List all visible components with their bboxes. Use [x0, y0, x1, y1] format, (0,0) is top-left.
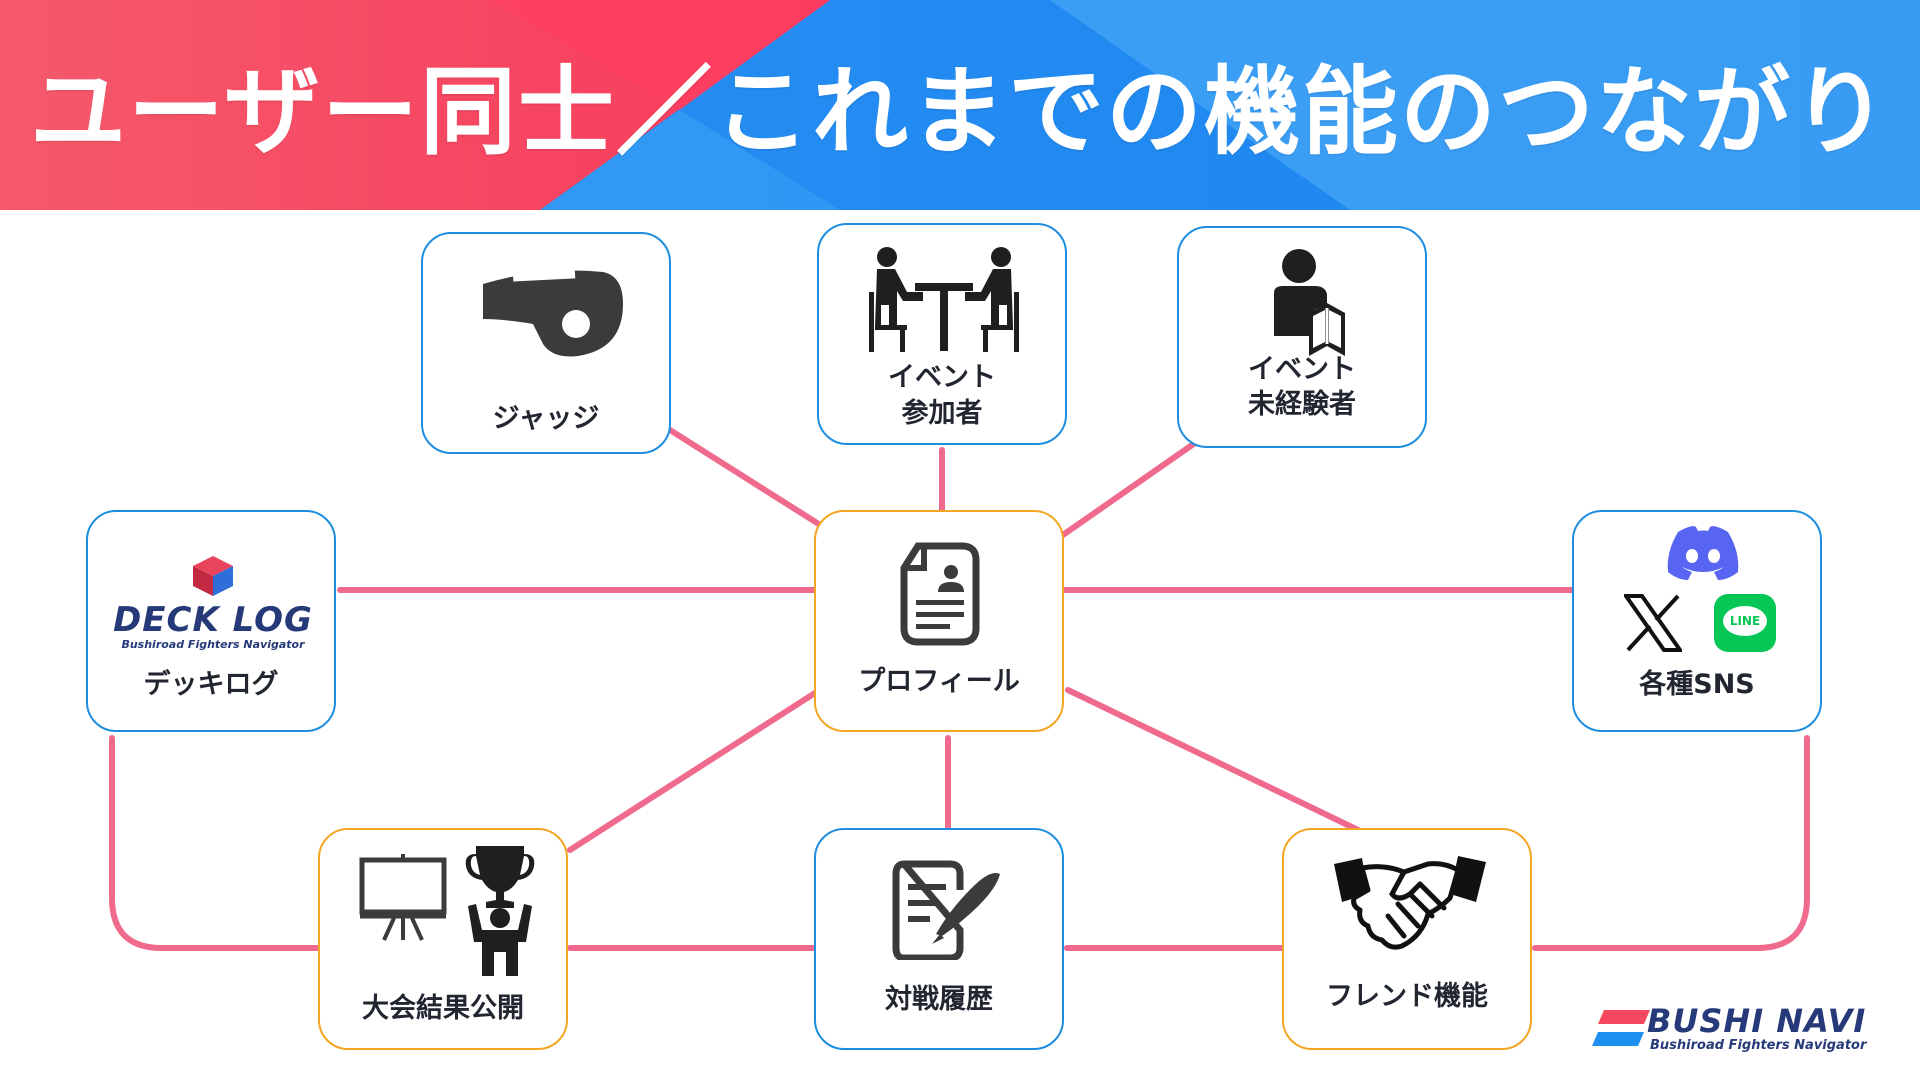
decklog-cube-icon	[193, 556, 233, 596]
brand-subtitle: Bushiroad Fighters Navigator	[1650, 1038, 1867, 1053]
page-title: ユーザー同士／これまでの機能のつながり	[29, 56, 1891, 168]
node-tournament-results: 大会結果公開	[318, 828, 568, 1050]
node-event-newcomer: イベント 未経験者	[1177, 226, 1427, 448]
presentation-board-icon	[359, 854, 447, 941]
brand-name: BUSHI NAVI	[1647, 1002, 1867, 1040]
node-sns: LINE 各種SNS	[1572, 510, 1822, 732]
profile-document-icon	[900, 542, 980, 646]
node-label-line2: 参加者	[901, 398, 983, 429]
line-icon-text: LINE	[1729, 614, 1761, 628]
header-background	[0, 0, 1920, 210]
line-icon: LINE	[1714, 594, 1776, 652]
node-label: プロフィール	[858, 666, 1020, 697]
header-banner: ユーザー同士／これまでの機能のつながり	[0, 0, 1920, 210]
node-judge: ジャッジ	[421, 232, 671, 454]
node-label: ジャッジ	[492, 403, 600, 434]
line-newcomer-profile	[1057, 440, 1198, 540]
node-label-line2: 未経験者	[1248, 389, 1356, 420]
node-event-participant: イベント 参加者	[817, 223, 1067, 445]
node-match-history: 対戦履歴	[814, 828, 1064, 1050]
x-icon	[1624, 594, 1682, 652]
node-label: 大会結果公開	[362, 993, 524, 1024]
node-label-line1: イベント	[888, 362, 996, 393]
line-decklog-results	[109, 735, 323, 951]
node-profile: プロフィール	[814, 510, 1064, 732]
node-friend: フレンド機能	[1282, 828, 1532, 1050]
document-pen-icon	[892, 860, 1000, 960]
trophy-winner-icon	[465, 846, 535, 976]
bushi-navi-logo: BUSHI NAVI Bushiroad Fighters Navigator	[1592, 1002, 1892, 1062]
line-sns-friend	[1532, 735, 1810, 951]
decklog-logo-text: DECK LOG	[113, 600, 313, 640]
discord-icon	[1667, 526, 1739, 580]
handshake-icon	[1334, 856, 1486, 950]
decklog-logo-subtitle: Bushiroad Fighters Navigator	[121, 638, 305, 651]
node-label-line1: イベント	[1248, 354, 1356, 385]
node-label: 対戦履歴	[885, 984, 993, 1015]
line-profile-friend	[1065, 687, 1361, 833]
decklog-logo: DECK LOG Bushiroad Fighters Navigator	[108, 602, 318, 651]
node-label: 各種SNS	[1639, 669, 1755, 700]
whistle-icon	[483, 268, 623, 357]
bushi-navi-mark-icon	[1592, 1010, 1650, 1046]
node-label: デッキログ	[143, 669, 279, 700]
node-decklog: DECK LOG Bushiroad Fighters Navigator デッ…	[86, 510, 336, 732]
line-results-profile	[567, 690, 818, 853]
person-with-book-icon	[1274, 249, 1345, 356]
people-at-table-icon	[869, 247, 1019, 352]
node-label: フレンド機能	[1326, 981, 1488, 1012]
line-judge-profile	[667, 427, 828, 531]
